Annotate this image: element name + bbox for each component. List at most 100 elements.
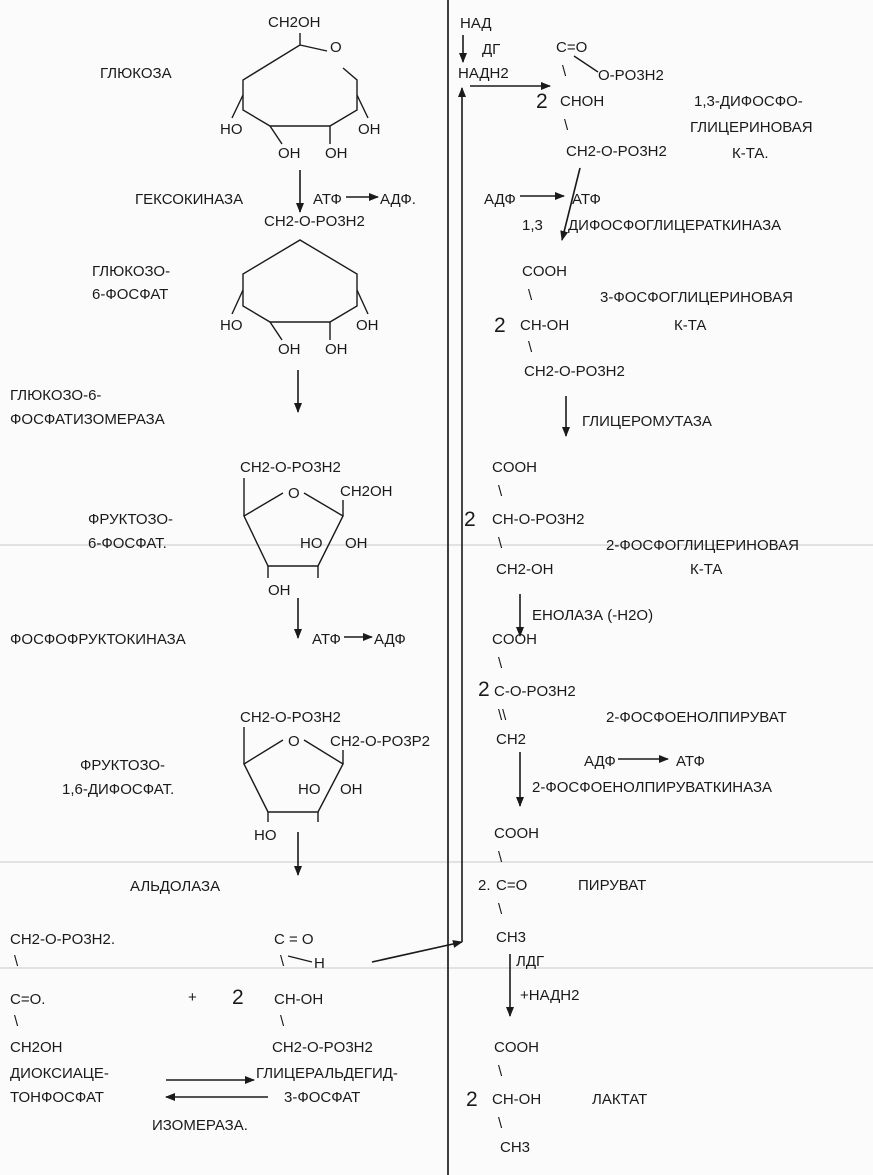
aldolase-label: АЛЬДОЛАЗА bbox=[130, 878, 220, 895]
bpg-choh: CHOH bbox=[560, 93, 604, 110]
bpg-bond-1: \ bbox=[562, 63, 567, 80]
lactate-choh: CH-OH bbox=[492, 1091, 541, 1108]
f6p-oh-bottom: OH bbox=[268, 582, 291, 599]
gap-line-1: C = O bbox=[274, 931, 314, 948]
g6p-isomerase-line-1: ГЛЮКОЗО-6- bbox=[10, 387, 101, 404]
pg2-label-line-2: К-ТА bbox=[690, 561, 722, 578]
gdh-label: ДГ bbox=[482, 41, 500, 58]
f16bp-label-line-2: 1,6-ДИФОСФАТ. bbox=[62, 781, 174, 798]
f16bp-ring bbox=[243, 727, 344, 822]
pgk-prefix: 1,3 bbox=[522, 217, 543, 234]
pep-bond-2: \\ bbox=[498, 707, 507, 724]
glucose-oh-bottom-1: OH bbox=[278, 145, 301, 162]
bpg-label-line-2: ГЛИЦЕРИНОВАЯ bbox=[690, 119, 813, 136]
arrow-bpg-to-3pg bbox=[560, 167, 581, 241]
gap-line-2: CH-OH bbox=[274, 991, 323, 1008]
enolase-label: ЕНОЛАЗА (-H2O) bbox=[532, 607, 653, 624]
glucose-ho: HO bbox=[220, 121, 243, 138]
pg3-choh: CH-OH bbox=[520, 317, 569, 334]
g6p-oh-bottom-1: OH bbox=[278, 341, 301, 358]
dhap-line-3: CH2OH bbox=[10, 1039, 63, 1056]
hexokinase-label: ГЕКСОКИНАЗА bbox=[135, 191, 243, 208]
pyruvate-coefficient: 2. bbox=[478, 877, 491, 894]
triose-isomerase-label: ИЗОМЕРАЗА. bbox=[152, 1117, 248, 1134]
pgk-atp: АТФ bbox=[572, 191, 601, 208]
g6p-ho: HO bbox=[220, 317, 243, 334]
pfk-atp: АТФ bbox=[312, 631, 341, 648]
lactate-coefficient: 2 bbox=[466, 1088, 478, 1111]
gap-aldehyde-bond bbox=[287, 955, 313, 963]
pyruvate-bond-1: \ bbox=[498, 849, 503, 866]
f6p-substituent: CH2-O-PO3H2 bbox=[240, 459, 341, 476]
bpg-coefficient: 2 bbox=[536, 90, 548, 113]
dhap-bond-1: \ bbox=[14, 953, 19, 970]
ldh-label: ЛДГ bbox=[516, 953, 544, 970]
f6p-ring-oxygen: O bbox=[288, 485, 300, 502]
g6p-label-line-1: ГЛЮКОЗО- bbox=[92, 263, 170, 280]
pk-label: 2-ФОСФОЕНОЛПИРУВАТКИНАЗА bbox=[532, 779, 772, 796]
pg3-bond-2: \ bbox=[528, 339, 533, 356]
lactate-bond-1: \ bbox=[498, 1063, 503, 1080]
pg3-ch2: CH2-O-PO3H2 bbox=[524, 363, 625, 380]
dhap-label-line-1: ДИОКСИАЦЕ- bbox=[10, 1065, 109, 1082]
pfk-label: ФОСФОФРУКТОКИНАЗА bbox=[10, 631, 186, 648]
gap-coefficient: 2 bbox=[232, 986, 244, 1009]
pg2-coefficient: 2 bbox=[464, 508, 476, 531]
pfk-adp: АДФ bbox=[374, 631, 406, 648]
nad-label: НАД bbox=[460, 15, 492, 32]
f16bp-substituent-1: CH2-O-PO3H2 bbox=[240, 709, 341, 726]
g6p-oh-bottom-2: OH bbox=[325, 341, 348, 358]
bpg-label-line-1: 1,3-ДИФОСФО- bbox=[694, 93, 803, 110]
bpg-label-line-3: К-ТА. bbox=[732, 145, 769, 162]
pep-c: C-O-PO3H2 bbox=[494, 683, 576, 700]
pyruvate-c-o: C=O bbox=[496, 877, 527, 894]
dhap-bond-2: \ bbox=[14, 1013, 19, 1030]
g6p-label-line-2: 6-ФОСФАТ bbox=[92, 286, 168, 303]
pg2-ch2: CH2-OH bbox=[496, 561, 554, 578]
f6p-label-line-2: 6-ФОСФАТ. bbox=[88, 535, 167, 552]
pg3-bond-1: \ bbox=[528, 287, 533, 304]
pg3-label-line-2: К-ТА bbox=[674, 317, 706, 334]
pyruvate-ch3: CH3 bbox=[496, 929, 526, 946]
mutase-label: ГЛИЦЕРОМУТАЗА bbox=[582, 413, 712, 430]
gap-h: H bbox=[314, 955, 325, 972]
pep-coefficient: 2 bbox=[478, 678, 490, 701]
f6p-ch2oh: CH2OH bbox=[340, 483, 393, 500]
glucose-ring bbox=[231, 33, 369, 145]
g6p-isomerase-line-2: ФОСФАТИЗОМЕРАЗА bbox=[10, 411, 165, 428]
pyruvate-bond-2: \ bbox=[498, 901, 503, 918]
dhap-line-1: CH2-O-PO3H2. bbox=[10, 931, 115, 948]
glucose-ring-oxygen: O bbox=[330, 39, 342, 56]
pg2-label-line-1: 2-ФОСФОГЛИЦЕРИНОВАЯ bbox=[606, 537, 799, 554]
pep-label: 2-ФОСФОЕНОЛПИРУВАТ bbox=[606, 709, 787, 726]
bpg-ester-bond bbox=[573, 55, 599, 73]
gap-line-3: CH2-O-PO3H2 bbox=[272, 1039, 373, 1056]
glucose-label: ГЛЮКОЗА bbox=[100, 65, 172, 82]
hexokinase-adp: АДФ. bbox=[380, 191, 416, 208]
pg2-cooh: COOH bbox=[492, 459, 537, 476]
f16bp-label-line-1: ФРУКТОЗО- bbox=[80, 757, 165, 774]
gap-bond-1: \ bbox=[280, 953, 285, 970]
g6p-ring bbox=[231, 239, 369, 341]
bpg-bond-2: \ bbox=[564, 117, 569, 134]
bpg-o-po3h2: O-PO3H2 bbox=[598, 67, 664, 84]
f16bp-oh: OH bbox=[340, 781, 363, 798]
bpg-c-o: C=O bbox=[556, 39, 587, 56]
f16bp-ho: HO bbox=[298, 781, 321, 798]
f16bp-ho-bottom: HO bbox=[254, 827, 277, 844]
pk-atp: АТФ bbox=[676, 753, 705, 770]
pep-cooh: COOH bbox=[492, 631, 537, 648]
glucose-oh-right: OH bbox=[358, 121, 381, 138]
f16bp-ring-oxygen: O bbox=[288, 733, 300, 750]
f6p-label-line-1: ФРУКТОЗО- bbox=[88, 511, 173, 528]
pyruvate-cooh: COOH bbox=[494, 825, 539, 842]
pgk-label: ДИФОСФОГЛИЦЕРАТКИНАЗА bbox=[568, 217, 781, 234]
plus-sign: + bbox=[188, 989, 197, 1006]
pgk-adp: АДФ bbox=[484, 191, 516, 208]
f6p-ring bbox=[243, 478, 344, 578]
f6p-oh: OH bbox=[345, 535, 368, 552]
gap-label-line-2: 3-ФОСФАТ bbox=[284, 1089, 360, 1106]
gap-label-line-1: ГЛИЦЕРАЛЬДЕГИД- bbox=[256, 1065, 398, 1082]
